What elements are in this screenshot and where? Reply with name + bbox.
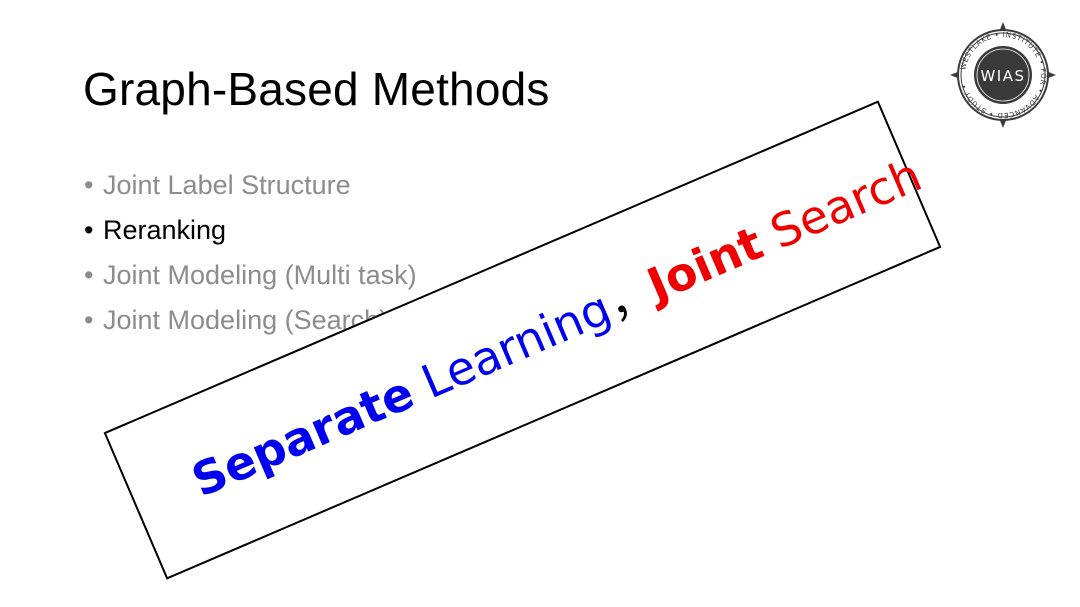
bullet-marker: • <box>84 260 94 290</box>
banner-joint: Joint <box>639 215 771 313</box>
bullet-text: Joint Label Structure <box>103 170 351 200</box>
banner-search: Search <box>749 147 930 266</box>
bullet-text: Reranking <box>103 215 227 245</box>
banner-separate: Separate <box>184 365 422 508</box>
bullet-item-joint-label-structure: • Joint Label Structure <box>84 163 417 208</box>
bullet-item-reranking: • Reranking <box>84 208 417 253</box>
bullet-marker: • <box>84 170 94 200</box>
bullet-list: • Joint Label Structure • Reranking • Joint… <box>84 163 417 343</box>
bullet-marker: • <box>84 305 94 335</box>
slide-title: Graph-Based Methods <box>83 63 550 115</box>
logo-text: WIAS <box>980 67 1025 85</box>
bullet-text: Joint Modeling (Multi task) <box>103 260 417 290</box>
wias-logo: WESTLAKE • INSTITUTE • FOR • ADVANCED • … <box>948 20 1058 130</box>
banner-learning: Learning <box>400 280 619 415</box>
bullet-marker: • <box>84 215 94 245</box>
wias-seal-icon: WESTLAKE • INSTITUTE • FOR • ADVANCED • … <box>950 22 1056 128</box>
bullet-item-joint-modeling-multi-task: • Joint Modeling (Multi task) <box>84 253 417 298</box>
